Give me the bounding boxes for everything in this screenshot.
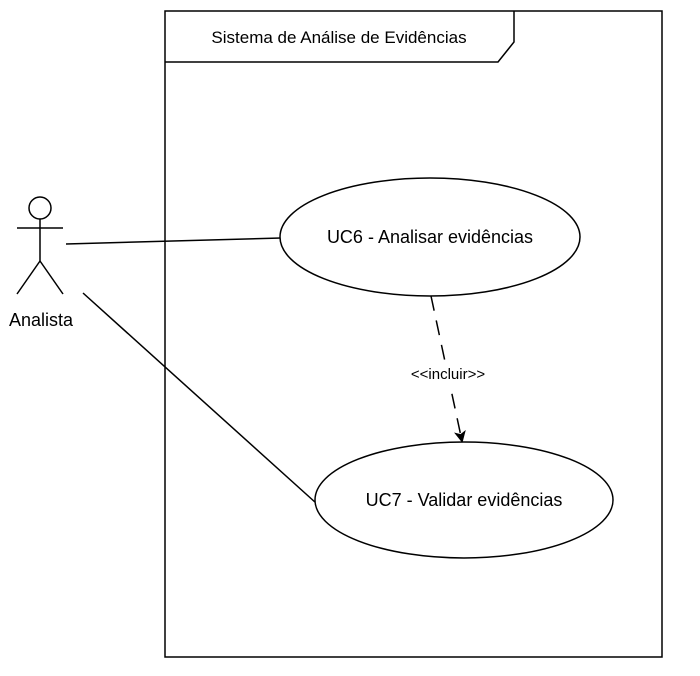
uc7-ellipse: [314, 441, 614, 559]
system-title: Sistema de Análise de Evidências: [211, 28, 466, 47]
actor-left-leg: [16, 260, 41, 295]
include-label-bg: [398, 361, 498, 385]
uc6-ellipse: [279, 177, 581, 297]
uc7-label: UC7 - Validar evidências: [366, 490, 563, 510]
actor-analista[interactable]: [16, 196, 64, 295]
system-boundary: [164, 10, 663, 658]
actor-head: [28, 196, 52, 220]
system-title-tab: [165, 11, 515, 63]
use-case-uc7[interactable]: UC7 - Validar evidências: [314, 441, 614, 559]
actor-right-leg: [39, 260, 64, 295]
use-case-uc6[interactable]: UC6 - Analisar evidências: [279, 177, 581, 297]
uc6-label: UC6 - Analisar evidências: [327, 227, 533, 247]
association-actor-uc7: [82, 292, 317, 504]
actor-label: Analista: [9, 310, 74, 330]
include-label: <<incluir>>: [411, 366, 485, 383]
association-actor-uc6: [65, 237, 282, 245]
